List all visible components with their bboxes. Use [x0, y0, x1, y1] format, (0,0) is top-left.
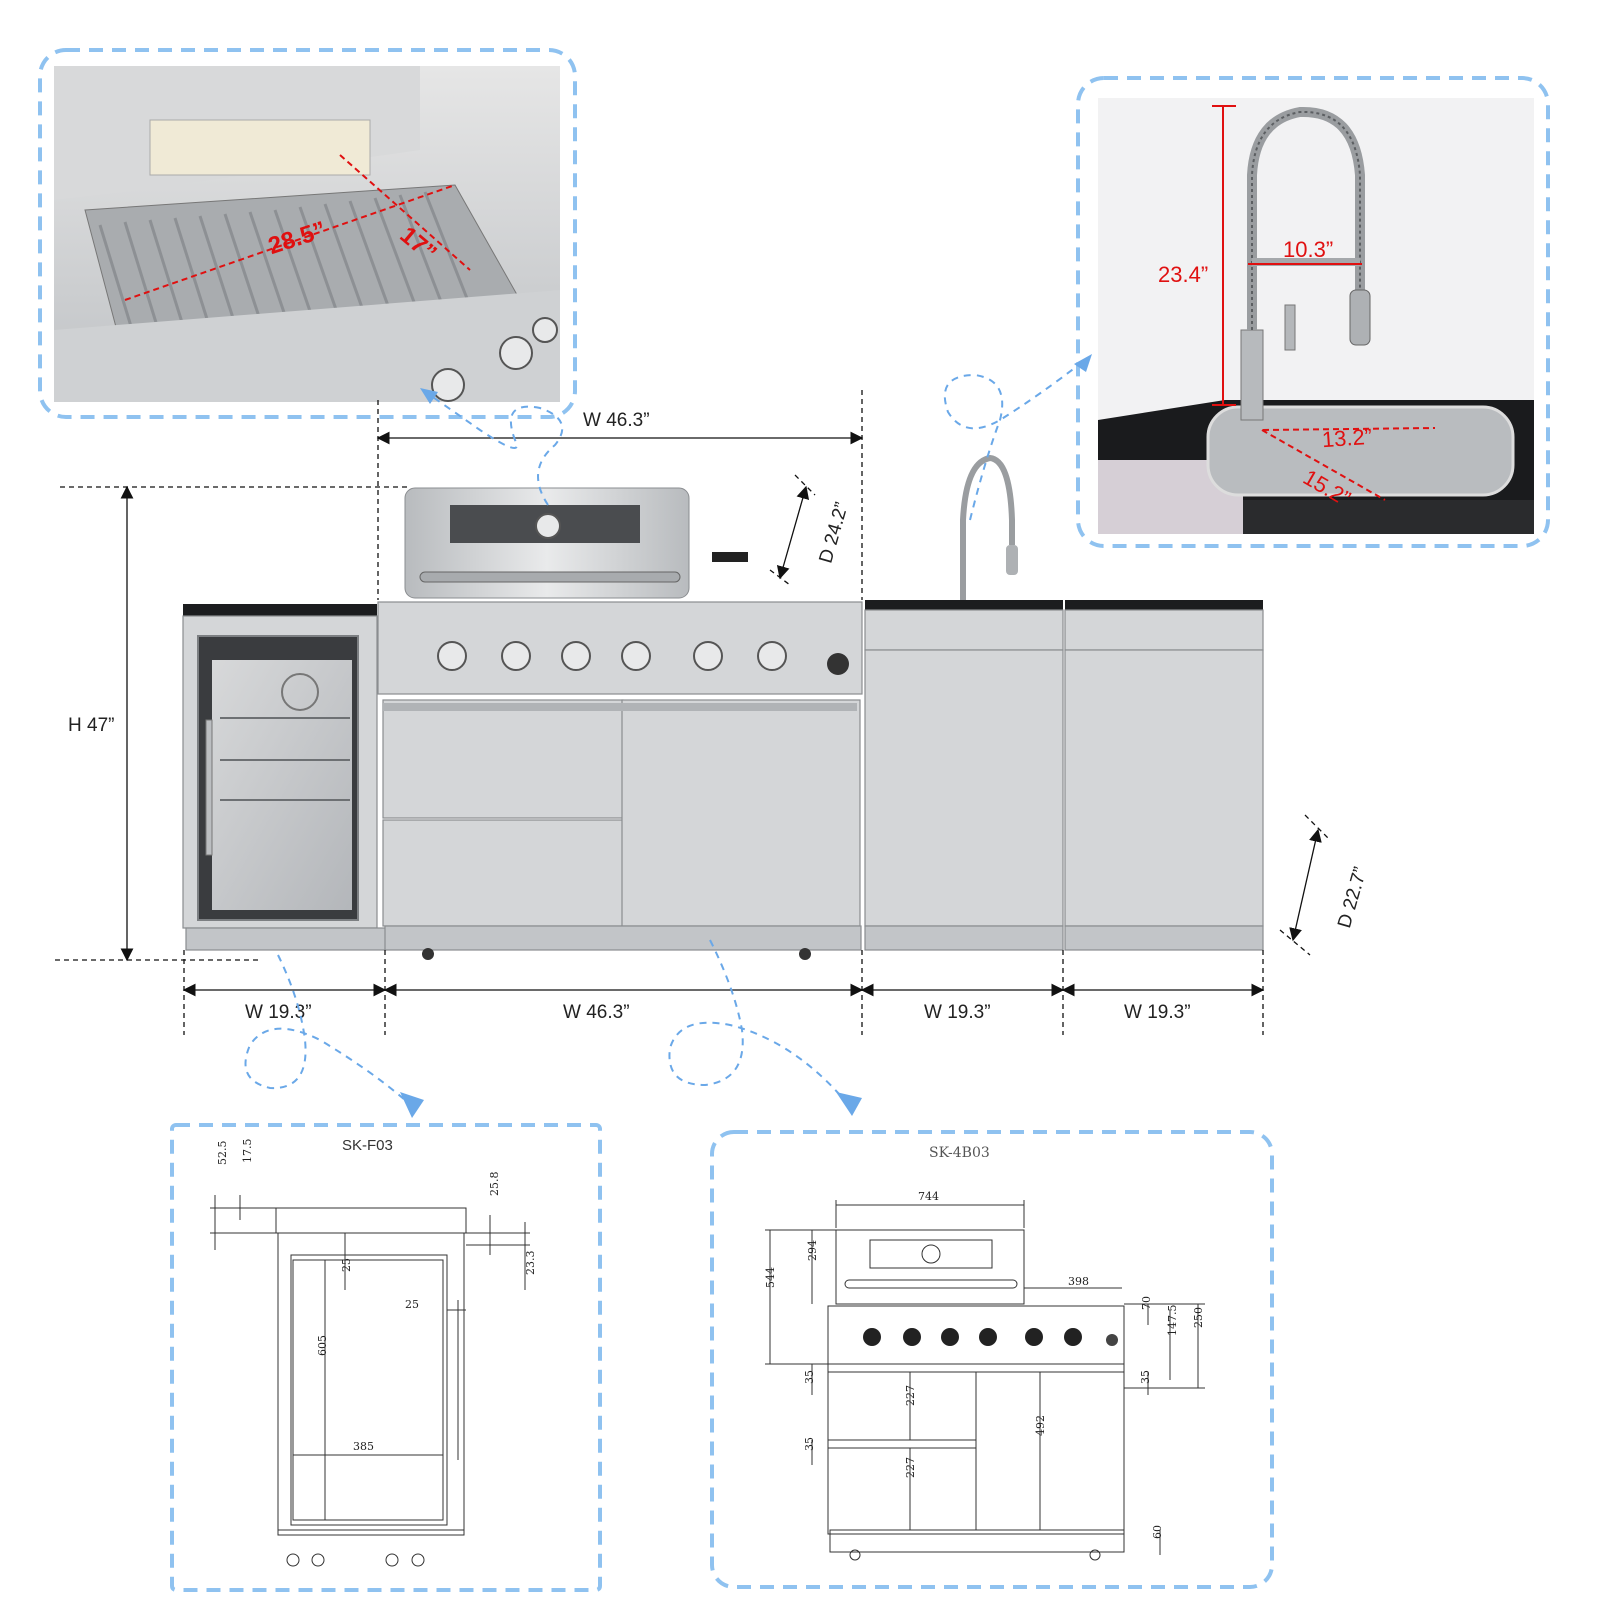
grill-dim-35-b: 35: [1139, 1370, 1152, 1384]
faucet-sink-inset: 23.4” 10.3” 13.2” 15.2”: [1076, 76, 1550, 548]
fridge-technical-drawing: SK-F03 52.5 17.5 25.8 23.3 25 25 605 385: [170, 1123, 602, 1592]
fridge-dim-52-5: 52.5: [216, 1141, 229, 1166]
cabinet-depth-label: D 22.7”: [1334, 865, 1371, 931]
grill-unit: [377, 487, 863, 960]
fridge-dim-23-3: 23.3: [524, 1251, 537, 1276]
grill-dim-227-b: 227: [904, 1457, 917, 1478]
outdoor-kitchen: [182, 454, 1264, 960]
grill-dim-492: 492: [1034, 1415, 1047, 1436]
fridge-cabinet: [182, 604, 387, 951]
grill-dim-744: 744: [918, 1190, 939, 1203]
grill-dim-227-a: 227: [904, 1385, 917, 1406]
storage-width-label: W 19.3”: [1124, 1002, 1191, 1023]
grill-dim-544: 544: [764, 1267, 777, 1288]
fridge-dim-25-8: 25.8: [488, 1172, 501, 1197]
grill-model-label: SK-4B03: [929, 1145, 990, 1161]
fridge-dim-17-5: 17.5: [241, 1139, 254, 1164]
grill-dim-147-5: 147.5: [1166, 1305, 1179, 1337]
grill-dim-35-c: 35: [803, 1437, 816, 1451]
grill-width-label: W 46.3”: [563, 1002, 630, 1023]
fridge-dim-25-b: 25: [405, 1298, 419, 1311]
grill-grate-inset: 28.5” 17”: [38, 48, 577, 419]
fridge-model-label: SK-F03: [342, 1137, 393, 1154]
sink-width-label: 13.2”: [1321, 424, 1373, 452]
fridge-width-label: W 19.3”: [245, 1002, 312, 1023]
fridge-dim-25-a: 25: [340, 1258, 353, 1272]
callout-connectors: [244, 354, 1092, 1118]
sink-cabinet: [864, 454, 1064, 951]
fridge-dim-605: 605: [316, 1335, 329, 1356]
grill-dim-35-a: 35: [803, 1370, 816, 1384]
grill-depth-label: D 24.2”: [816, 500, 853, 566]
faucet-reach-label: 10.3”: [1283, 237, 1333, 262]
height-label: H 47”: [68, 715, 114, 736]
grill-dim-250: 250: [1192, 1307, 1205, 1328]
grill-dim-398: 398: [1068, 1275, 1089, 1288]
grill-dim-294: 294: [806, 1240, 819, 1261]
grill-dim-60: 60: [1151, 1525, 1164, 1539]
faucet-height-label: 23.4”: [1158, 262, 1208, 287]
top-width-label: W 46.3”: [583, 410, 650, 431]
grill-dim-70: 70: [1140, 1296, 1153, 1310]
grill-technical-drawing: SK-4B03: [710, 1130, 1274, 1589]
sink-width-label-main: W 19.3”: [924, 1002, 991, 1023]
storage-cabinet: [1064, 600, 1264, 951]
fridge-dim-385: 385: [353, 1440, 374, 1453]
